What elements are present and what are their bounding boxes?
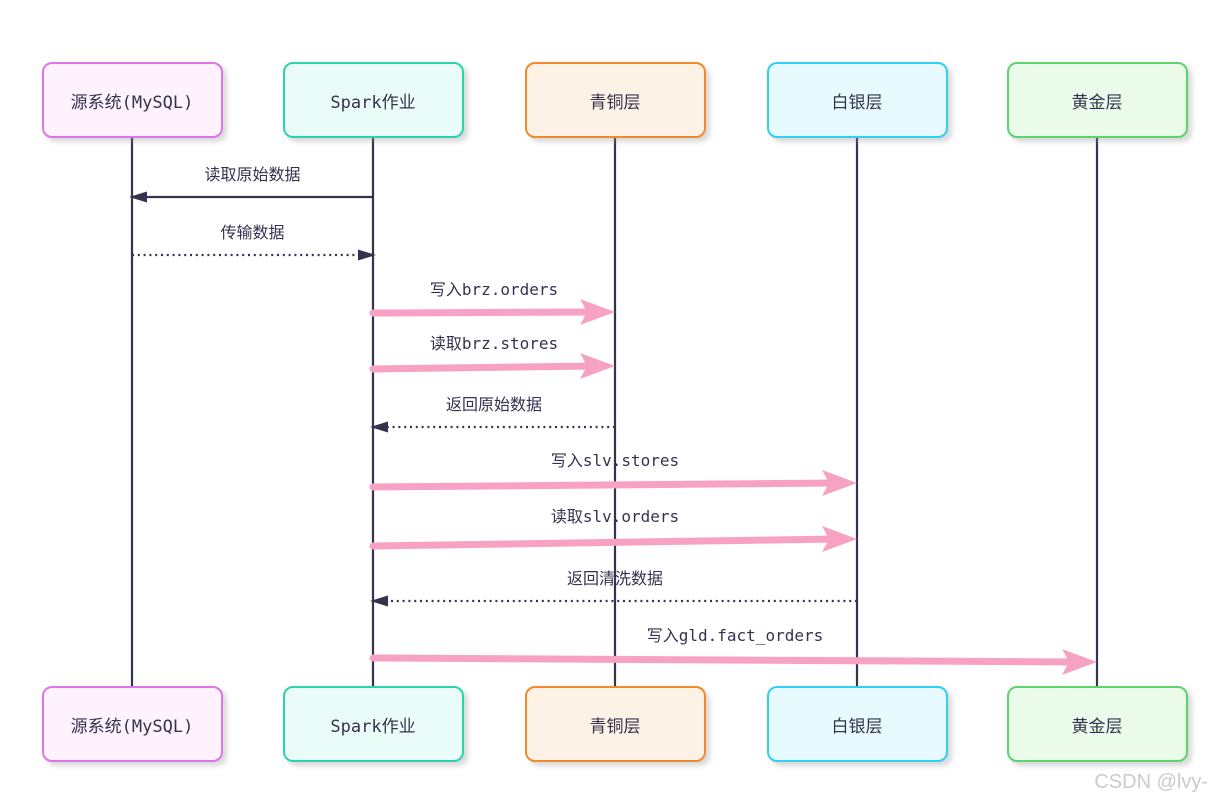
watermark: CSDN @lvy- bbox=[1094, 771, 1208, 793]
message-arrowhead-6 bbox=[822, 470, 857, 496]
message-arrowhead-5 bbox=[370, 421, 388, 433]
participant-spark-bottom: Spark作业 bbox=[282, 686, 464, 762]
message-label-1: 读取原始数据 bbox=[204, 165, 301, 184]
participant-mysql-top: 源系统(MySQL) bbox=[41, 62, 223, 138]
message-arrowhead-3 bbox=[580, 299, 615, 325]
message-label-2: 传输数据 bbox=[220, 223, 285, 242]
message-arrow-9 bbox=[369, 654, 1081, 666]
message-label-4: 读取brz.stores bbox=[429, 334, 559, 353]
participant-bronze-bottom: 青铜层 bbox=[524, 686, 706, 762]
message-arrowhead-2 bbox=[358, 249, 376, 261]
message-label-3: 写入brz.orders bbox=[429, 280, 559, 299]
participant-bronze-top: 青铜层 bbox=[524, 62, 706, 138]
participant-mysql-bottom: 源系统(MySQL) bbox=[41, 686, 223, 762]
participant-silver-top: 白银层 bbox=[766, 62, 948, 138]
message-arrow-4 bbox=[369, 362, 599, 373]
message-arrowhead-4 bbox=[580, 353, 615, 379]
message-arrowhead-1 bbox=[129, 191, 147, 203]
message-label-8: 返回清洗数据 bbox=[566, 569, 664, 588]
message-arrow-6 bbox=[369, 479, 841, 491]
participant-spark-top: Spark作业 bbox=[282, 62, 464, 138]
participant-gold-bottom: 黄金层 bbox=[1006, 686, 1188, 762]
participant-silver-bottom: 白银层 bbox=[766, 686, 948, 762]
message-label-7: 读取slv.orders bbox=[550, 507, 680, 526]
message-arrowhead-7 bbox=[822, 526, 857, 552]
message-label-6: 写入slv.stores bbox=[550, 451, 680, 470]
message-arrow-3 bbox=[369, 308, 599, 317]
message-arrow-7 bbox=[369, 535, 841, 550]
message-label-9: 写入gld.fact_orders bbox=[646, 626, 824, 645]
message-arrowhead-8 bbox=[370, 595, 388, 607]
message-arrowhead-9 bbox=[1062, 649, 1097, 675]
message-label-5: 返回原始数据 bbox=[445, 395, 543, 414]
participant-gold-top: 黄金层 bbox=[1006, 62, 1188, 138]
